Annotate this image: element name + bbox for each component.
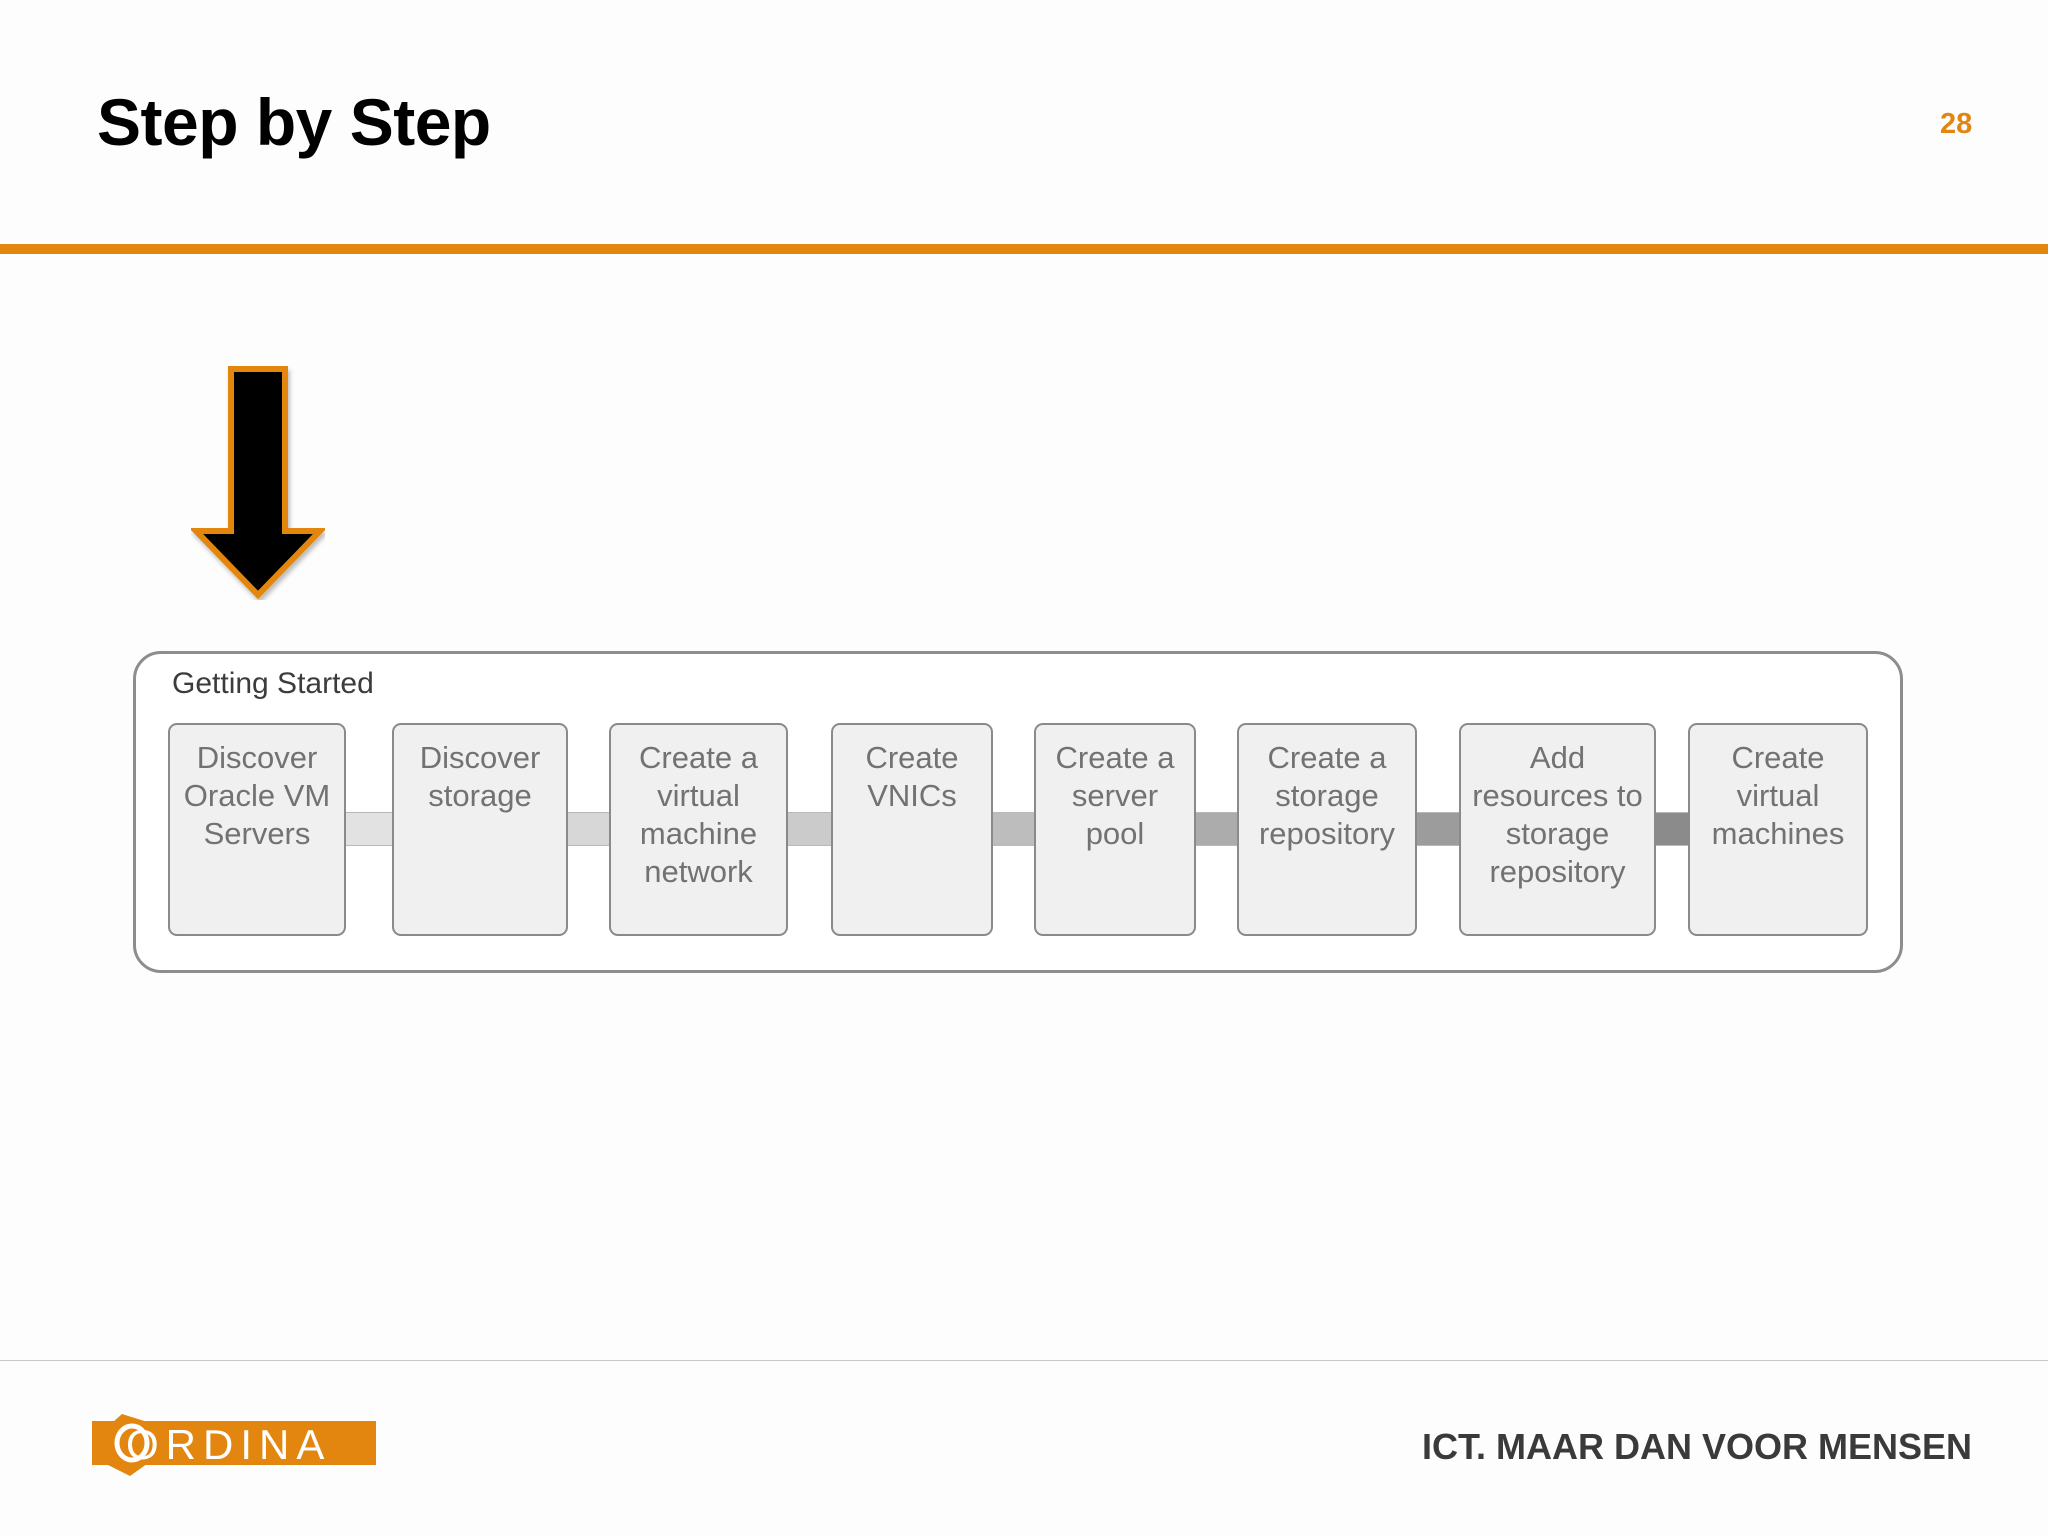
step-create-storage-repository: Create a storage repository xyxy=(1237,723,1417,936)
step-label: Create virtual machines xyxy=(1711,740,1845,851)
step-discover-servers: Discover Oracle VM Servers xyxy=(168,723,346,936)
page-number: 28 xyxy=(1940,108,1973,140)
group-label: Getting Started xyxy=(172,667,374,700)
step-connector xyxy=(786,812,833,846)
step-create-vnics: Create VNICs xyxy=(831,723,993,936)
footer-divider xyxy=(0,1360,2048,1361)
slide-title: Step by Step xyxy=(97,85,491,159)
step-connector xyxy=(1194,812,1239,846)
step-discover-storage: Discover storage xyxy=(392,723,568,936)
down-arrow-icon xyxy=(191,366,325,600)
step-label: Create a virtual machine network xyxy=(639,740,758,889)
ordina-logo xyxy=(92,1414,376,1476)
step-connector xyxy=(991,812,1036,846)
step-label: Create a server pool xyxy=(1055,740,1175,851)
tagline: ICT. MAAR DAN VOOR MENSEN xyxy=(1421,1426,1972,1467)
step-connector xyxy=(1415,812,1461,846)
step-create-server-pool: Create a server pool xyxy=(1034,723,1196,936)
logo-wordmark: ORDINA xyxy=(126,1421,332,1468)
step-label: Discover Oracle VM Servers xyxy=(183,740,331,851)
step-label: Discover storage xyxy=(419,740,541,813)
step-label: Create a storage repository xyxy=(1258,740,1396,851)
step-create-vm-network: Create a virtual machine network xyxy=(609,723,788,936)
step-label: Add resources to storage repository xyxy=(1472,740,1643,889)
step-connector xyxy=(566,812,611,846)
step-create-virtual-machines: Create virtual machines xyxy=(1688,723,1868,936)
step-connector xyxy=(1654,812,1690,846)
header-divider xyxy=(0,244,2048,254)
step-connector xyxy=(344,812,394,846)
step-label: Create VNICs xyxy=(865,740,959,813)
step-add-resources: Add resources to storage repository xyxy=(1459,723,1656,936)
